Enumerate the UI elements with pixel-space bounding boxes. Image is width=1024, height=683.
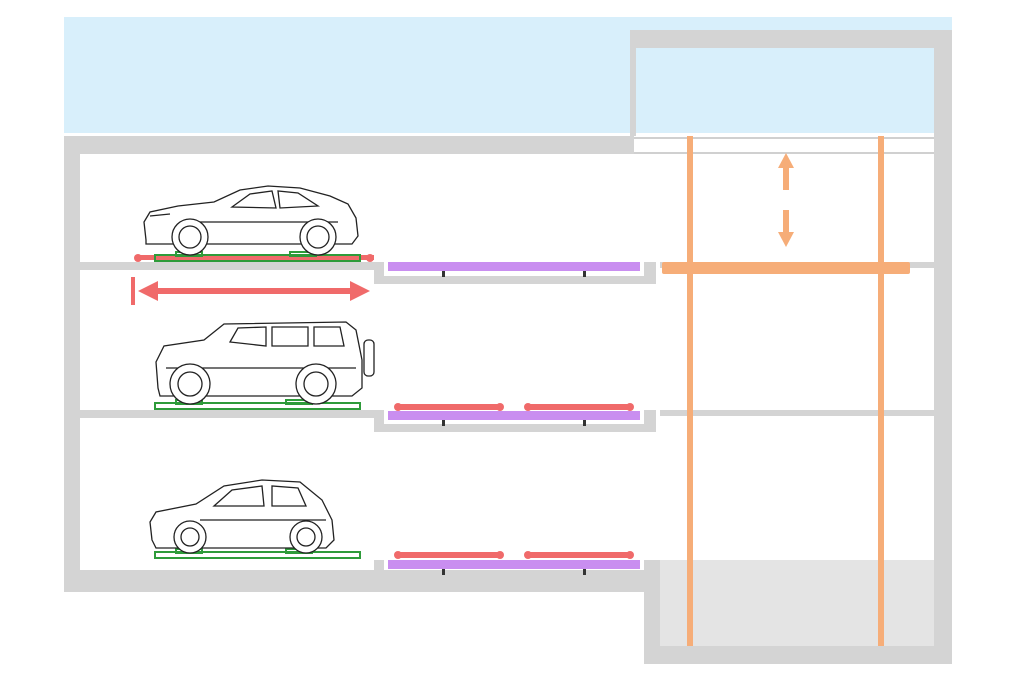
building-structure: [64, 30, 952, 664]
lift-pit-floor: [660, 560, 934, 646]
car-suv: [155, 321, 375, 405]
conveyor-bottom: [394, 551, 634, 559]
car-hatchback: [149, 479, 335, 554]
horizontal-shift-arrow: [131, 277, 370, 305]
floor-slab-middle: [80, 410, 934, 432]
lift-columns: [687, 136, 884, 646]
purple-tray-middle: [388, 411, 640, 426]
purple-tray-top: [388, 262, 640, 277]
conveyor-top: [134, 254, 374, 262]
purple-tray-bottom: [388, 560, 640, 575]
vertical-lift-arrow: [778, 153, 794, 247]
conveyor-middle: [394, 403, 634, 411]
car-coupe: [143, 185, 359, 256]
lift-platform: [662, 262, 910, 274]
